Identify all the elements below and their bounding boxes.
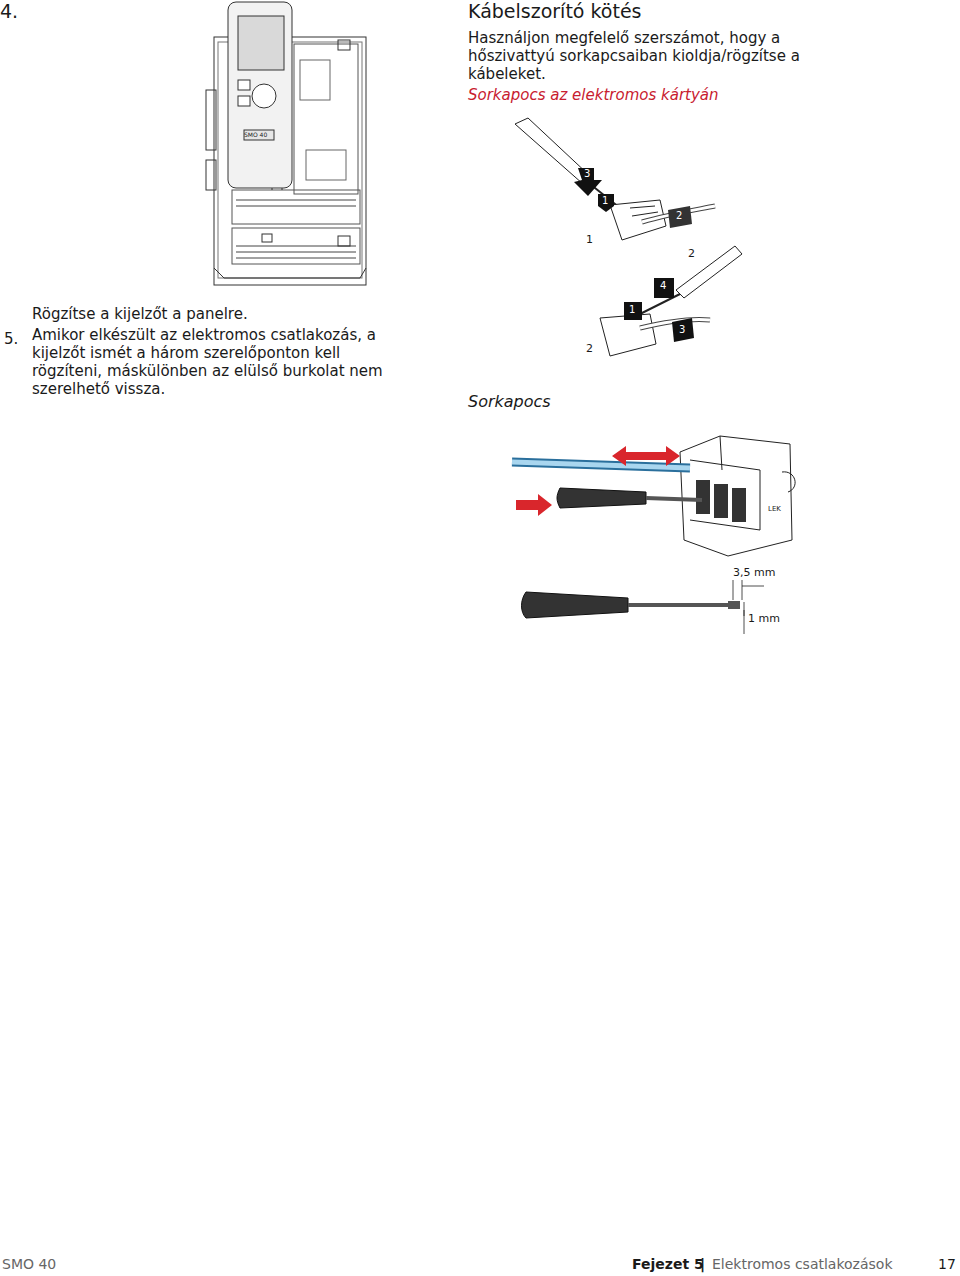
display-unit (228, 2, 292, 188)
dimension-label: 1 mm (748, 612, 780, 625)
footer-section: Elektromos csatlakozások (712, 1256, 893, 1273)
dimension-label: 3,5 mm (733, 566, 775, 579)
screwdriver-release (515, 118, 715, 240)
callout-number: 1 (586, 233, 593, 246)
step-text: Amikor elkészült az elektromos csatlakoz… (32, 326, 402, 398)
footer-separator: | (700, 1256, 705, 1273)
screwdriver-fix (600, 246, 742, 356)
callout-number: 1 (602, 195, 608, 207)
callout-number: 3 (584, 168, 590, 180)
step-number: 4. (0, 0, 18, 23)
watermark: LEK (768, 505, 781, 513)
terminal-block (512, 436, 795, 556)
step-number: 5. (4, 330, 18, 348)
callout-number: 2 (586, 342, 593, 355)
screwdriver-dimension (522, 580, 765, 634)
figure-caption: Sorkapocs az elektromos kártyán (468, 86, 719, 104)
figure-caption: Sorkapocs (468, 392, 551, 411)
callout-number: 2 (676, 210, 682, 222)
body-text: Használjon megfelelő szerszámot, hogy a … (468, 29, 840, 83)
footer-chapter: Fejezet 5 (632, 1256, 704, 1273)
callout-number: 4 (660, 280, 666, 292)
page-number: 17 (938, 1256, 956, 1273)
device-label: SMO 40 (244, 131, 267, 138)
step-text: Rögzítse a kijelzőt a panelre. (32, 305, 248, 323)
footer-product: SMO 40 (2, 1256, 56, 1273)
callout-number: 2 (688, 247, 695, 260)
callout-number: 3 (679, 324, 685, 336)
callout-number: 1 (629, 304, 635, 316)
section-heading: Kábelszorító kötés (468, 0, 642, 23)
